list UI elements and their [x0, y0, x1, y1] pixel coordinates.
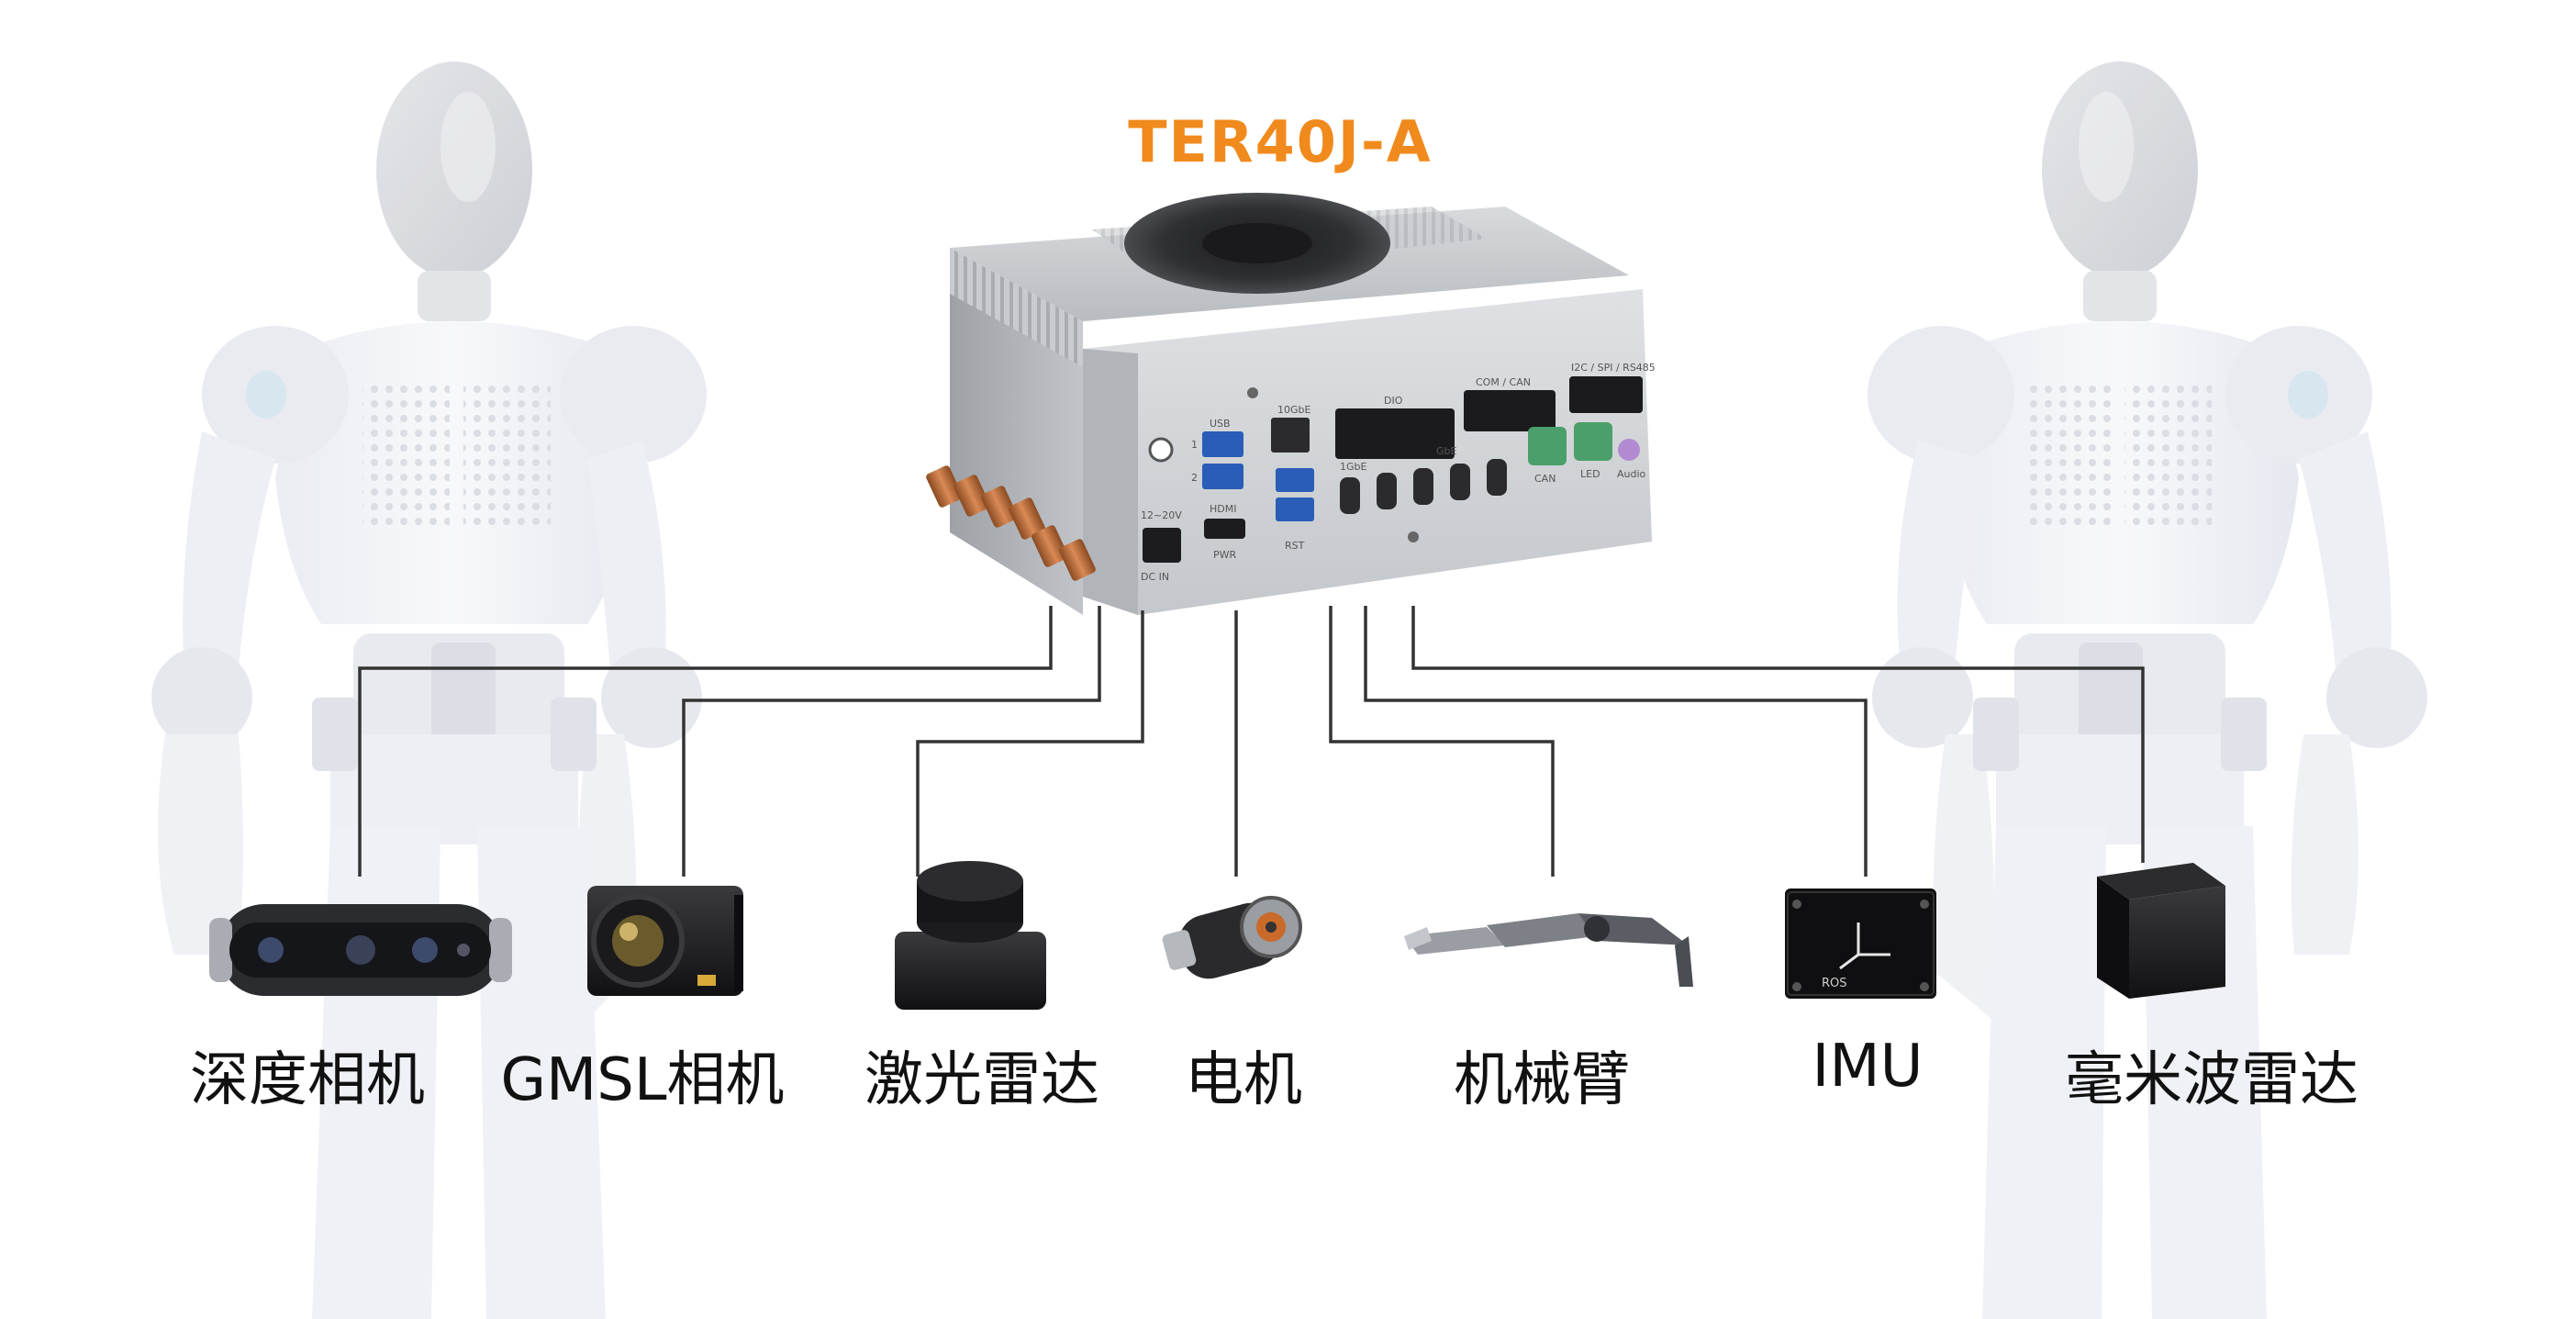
audio-jack-icon [1148, 437, 1174, 463]
line-robotic-arm-1 [1329, 606, 1555, 877]
port-label-usb-2: 2 [1191, 472, 1198, 484]
humanoid-robot-left-icon [151, 61, 707, 1319]
line-gmsl-camera [682, 606, 1101, 877]
port-label-volt: 12~20V [1141, 509, 1182, 521]
port-label-pwr: PWR [1213, 549, 1237, 561]
gmsl-camera-icon [587, 886, 743, 996]
label-imu: IMU [1812, 1033, 1924, 1101]
connection-lines [358, 606, 2145, 877]
motor-icon [1162, 896, 1302, 979]
port-label-lan-top: 10GbE [1277, 404, 1311, 416]
port-label-audio: Audio [1617, 468, 1646, 480]
gmsl-ports-icon [1340, 459, 1507, 514]
i2c-connector-icon [1569, 376, 1643, 413]
port-label-gbe: GbE [1436, 445, 1457, 457]
com-can-connector-icon [1464, 390, 1556, 431]
port-label-1gbe: 1GbE [1340, 461, 1367, 473]
antenna-connectors-icon [926, 465, 1096, 581]
ter40j-a-device: USB 1 2 10GbE HDMI PWR RST DC IN 12~20V … [926, 193, 1656, 615]
imu-brand-text: ROS [1822, 977, 1847, 990]
depth-camera-icon [209, 904, 512, 996]
mmwave-radar-icon [2097, 863, 2225, 999]
label-robotic-arm: 机械臂 [1454, 1046, 1630, 1114]
port-label-com-can: COM / CAN [1476, 376, 1531, 388]
audio-port-icon [1618, 439, 1640, 461]
port-label-dc-in: DC IN [1141, 571, 1169, 583]
label-motor: 电机 [1185, 1046, 1302, 1114]
hdmi-port-icon [1204, 519, 1245, 539]
line-imu-radar [1411, 606, 2145, 863]
port-label-dio: DIO [1384, 395, 1403, 407]
port-label-rst: RST [1285, 540, 1305, 552]
device-title: TER40J-A [1128, 108, 1433, 175]
dio-connector-icon [1335, 408, 1455, 459]
lidar-icon [895, 861, 1046, 1010]
can-port-icon [1528, 427, 1567, 465]
label-depth-camera: 深度相机 [190, 1046, 425, 1114]
label-lidar: 激光雷达 [864, 1046, 1099, 1114]
label-gmsl-camera: GMSL相机 [500, 1046, 785, 1114]
line-lidar [916, 610, 1144, 877]
humanoid-robot-right-icon [1868, 61, 2427, 1319]
line-robotic-arm-2 [1364, 606, 1868, 877]
port-label-i2c: I2C / SPI / RS485 [1571, 362, 1656, 374]
port-label-hdmi: HDMI [1210, 503, 1236, 515]
port-label-usb-1: 1 [1191, 439, 1198, 451]
usb-port-1-icon [1202, 431, 1243, 457]
imu-icon: ROS [1785, 889, 1936, 999]
port-label-usb: USB [1210, 418, 1231, 430]
usb-port-2-icon [1202, 464, 1243, 489]
dc-in-port-icon [1143, 528, 1181, 563]
robotic-arm-icon [1404, 913, 1693, 987]
lan-port-icon [1271, 418, 1310, 453]
port-label-can: CAN [1534, 473, 1556, 485]
port-label-led: LED [1580, 468, 1600, 480]
line-depth-camera [358, 606, 1053, 877]
label-mmwave-radar: 毫米波雷达 [2065, 1046, 2359, 1114]
led-port-icon [1574, 422, 1612, 461]
